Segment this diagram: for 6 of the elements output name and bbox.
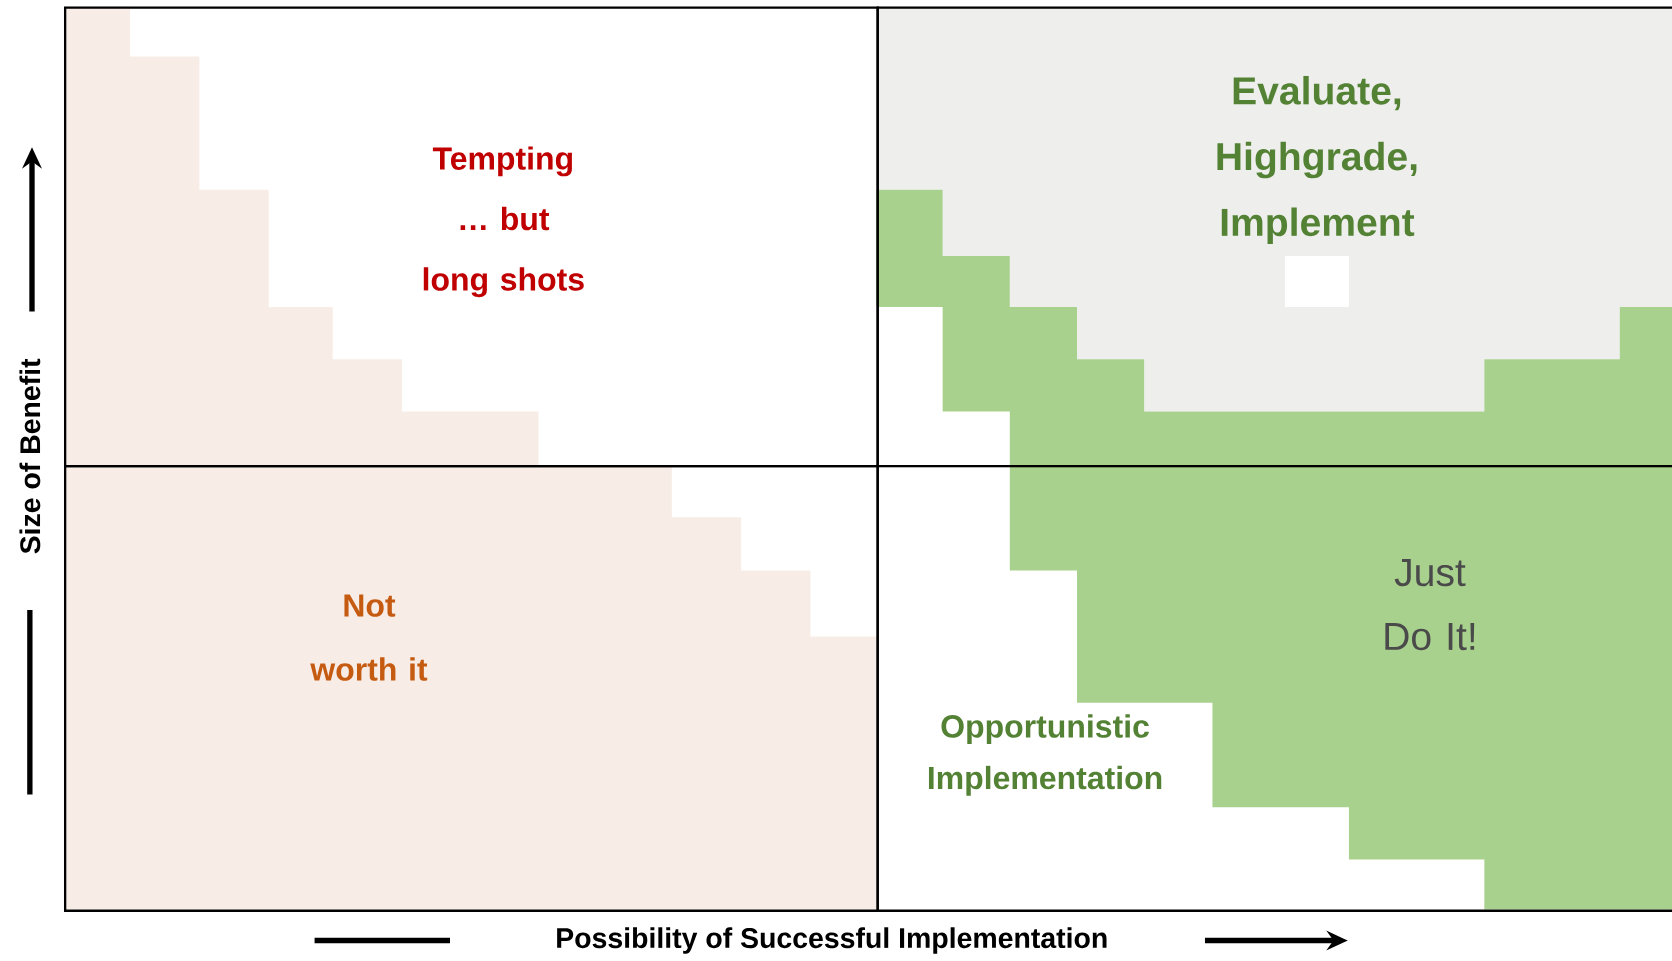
quadrant-box: Not worth it [64, 465, 879, 912]
quadrant-box: Tempting … but long shots [64, 6, 879, 468]
axis-title: Size of Benefit [19, 358, 41, 554]
quadrant-box: Just Do It! Opportunistic Implementation [876, 465, 1672, 912]
quadrant-box: Evaluate, Highgrade, Implement [876, 6, 1672, 468]
axis-title: Possibility of Successful Implementation [557, 927, 1107, 954]
